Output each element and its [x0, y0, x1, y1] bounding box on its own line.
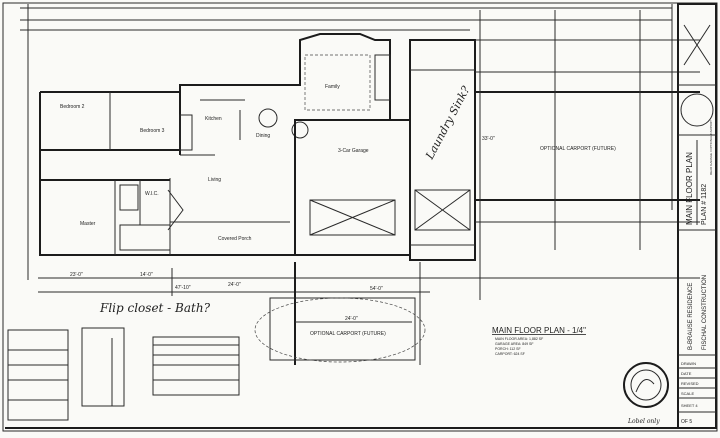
handwritten-stamp-note: Lobel only [627, 418, 660, 425]
plan-linework [291, 121, 309, 139]
plan-area-line: GARAGE AREA: 849 SF [495, 342, 534, 346]
room-label-carport-upper: OPTIONAL CARPORT (FUTURE) [540, 146, 616, 152]
dim-overall-left: 47'-10" [175, 285, 191, 291]
title-block-row: SHEET 4 [681, 403, 698, 408]
plan-linework [179, 114, 193, 151]
bottom-dimension-lines [38, 262, 700, 365]
top-dimension-lines [20, 4, 673, 280]
title-block-row: DRAWN [681, 361, 696, 366]
plan-linework [304, 54, 371, 111]
plan-linework [152, 336, 240, 396]
dim-mid: 24'-0" [228, 282, 241, 288]
title-block-client: B-BRAUSE RESIDENCE [688, 283, 694, 350]
sheet-border [2, 2, 718, 432]
title-block-sheet-title: MAIN FLOOR PLAN [685, 152, 694, 225]
plan-linework [635, 379, 655, 393]
plan-linework [374, 54, 391, 101]
plan-linework [258, 108, 278, 128]
title-block-row: SCALE [681, 391, 694, 396]
plan-linework [254, 297, 426, 363]
dim-garage: 33'-0" [482, 136, 495, 142]
plan-linework [40, 33, 391, 120]
house-walls [39, 33, 410, 256]
room-label-bedroom2: Bedroom 2 [60, 104, 85, 110]
title-block-rows: DRAWN DATE REVISED SCALE SHEET 4 OF 5 [678, 361, 716, 425]
plan-linework [119, 224, 171, 251]
plan-linework [167, 189, 184, 231]
room-label-carport-lower: OPTIONAL CARPORT (FUTURE) [310, 331, 386, 337]
plan-linework [309, 199, 396, 236]
plan-area-line: PORCH: 112 SF [495, 347, 521, 351]
room-label-dining: Dining [256, 133, 270, 139]
room-label-master: Master [80, 221, 96, 227]
plan-linework [119, 184, 139, 211]
title-block [677, 3, 717, 429]
plan-linework [269, 297, 416, 361]
room-label-living: Living [208, 177, 221, 183]
plan-linework [81, 327, 125, 407]
title-block-plan-notes: REAR GARAGE / OPTIONAL CARPORT [709, 120, 713, 175]
room-label-kitchen: Kitchen [205, 116, 222, 122]
plan-linework [414, 189, 471, 231]
handwritten-closet-note: Flip closet - Bath? [99, 301, 211, 315]
room-label-family: Family [325, 84, 340, 90]
title-block-row: OF 5 [681, 419, 692, 425]
plan-linework [683, 24, 711, 66]
carport-grid [475, 10, 700, 300]
room-label-garage: 3-Car Garage [338, 148, 369, 154]
garage-walls [294, 39, 476, 261]
plan-linework [39, 92, 295, 256]
plan-linework [680, 93, 714, 127]
room-label-wic: W.I.C. [145, 191, 159, 197]
title-block-row: DATE [681, 371, 692, 376]
plan-area-line: MAIN FLOOR AREA: 1,882 SF [495, 337, 543, 341]
handwritten-laundry-note: Laundry Sink? [423, 84, 473, 162]
plan-linework [7, 329, 69, 421]
plan-linework [677, 3, 717, 429]
plan-title: MAIN FLOOR PLAN - 1/4" [492, 326, 586, 335]
dim-left2: 14'-0" [140, 272, 153, 278]
plan-linework [414, 189, 471, 231]
plan-area-line: CARPORT: 624 SF [495, 352, 525, 356]
title-block-row: REVISED [681, 381, 699, 386]
room-label-bedroom3: Bedroom 3 [140, 128, 165, 134]
engineer-stamp [623, 362, 669, 408]
plan-linework [409, 39, 476, 261]
dim-right: 54'-0" [370, 286, 383, 292]
plan-linework [623, 362, 669, 408]
title-block-builder: FISCHAL CONSTRUCTION [702, 275, 708, 350]
plan-linework [630, 369, 662, 401]
dim-left1: 23'-0" [70, 272, 83, 278]
title-block-plan-number: PLAN # 1182 [701, 184, 708, 225]
dim-carport-width: 24'-0" [345, 316, 358, 322]
notes-tables [7, 327, 240, 421]
lower-carport [254, 297, 426, 363]
plan-linework [309, 199, 396, 236]
room-label-covered-porch: Covered Porch [218, 236, 252, 242]
